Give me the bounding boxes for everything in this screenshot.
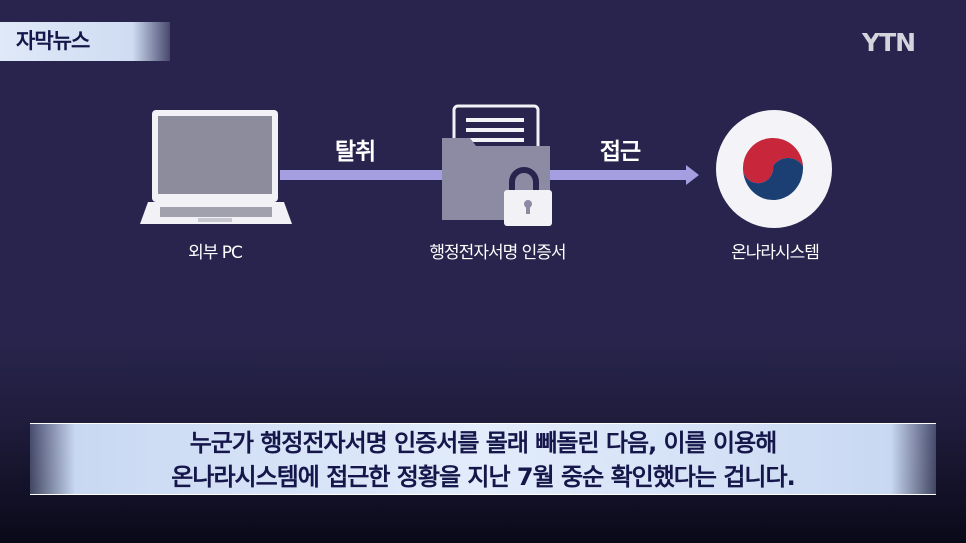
- government-emblem-icon: [716, 110, 832, 228]
- node-label-certificate: 행정전자서명 인증서: [429, 243, 566, 263]
- ytn-logo: YTN: [862, 28, 916, 57]
- arrowhead-icon: [686, 165, 699, 185]
- caption-news-tag: 자막뉴스: [0, 22, 170, 61]
- node-label-onnara-system: 온나라시스템: [731, 243, 820, 263]
- node-label-external-pc: 외부 PC: [188, 243, 243, 263]
- subtitle-line-2: 온나라시스템에 접근한 정황을 지난 7월 중순 확인했다는 겁니다.: [171, 463, 795, 491]
- edge-label-theft: 탈취: [334, 139, 376, 165]
- subtitle-line-1: 누군가 행정전자서명 인증서를 몰래 빼돌린 다음, 이를 이용해: [189, 429, 778, 457]
- edge-label-access: 접근: [599, 139, 641, 165]
- subtitle-bar: 누군가 행정전자서명 인증서를 몰래 빼돌린 다음, 이를 이용해 온나라시스템…: [30, 423, 936, 495]
- locked-folder-icon: [442, 104, 552, 226]
- laptop-icon: [140, 110, 292, 224]
